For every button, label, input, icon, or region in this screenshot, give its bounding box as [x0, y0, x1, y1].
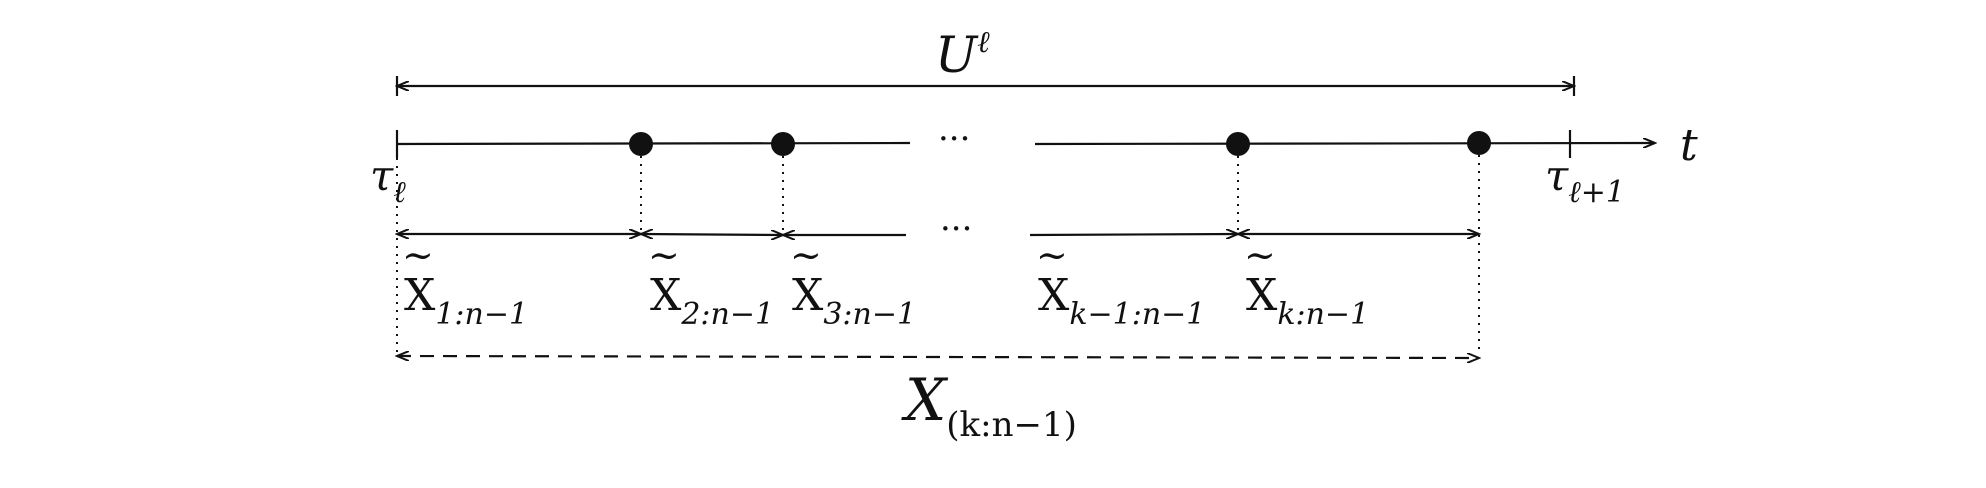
x-tilde-3: ~ X3:n−1 — [790, 233, 916, 332]
time-axis — [395, 130, 1655, 158]
event-point-k-1 — [1226, 132, 1250, 156]
svg-text:~: ~ — [1244, 233, 1276, 277]
event-point-2 — [771, 132, 795, 156]
svg-text:X2:n−1: X2:n−1 — [650, 270, 774, 332]
svg-text:~: ~ — [790, 233, 822, 277]
svg-text:~: ~ — [402, 233, 434, 277]
axis-variable-t: t — [1680, 120, 1698, 171]
u-ell-label: Uℓ — [935, 25, 990, 84]
tau-ell-label: τℓ — [370, 151, 406, 210]
svg-text:Xk−1:n−1: Xk−1:n−1 — [1038, 270, 1205, 332]
svg-text:Xk:n−1: Xk:n−1 — [1246, 270, 1369, 332]
x-tilde-k: ~ Xk:n−1 — [1244, 233, 1369, 332]
order-stat-span — [397, 356, 1479, 358]
interarrival-arrows — [397, 234, 1479, 235]
x-tilde-k-1: ~ Xk−1:n−1 — [1036, 233, 1205, 332]
svg-text:~: ~ — [1036, 233, 1068, 277]
axis-ellipsis: ··· — [938, 119, 970, 159]
event-point-k — [1467, 131, 1491, 155]
event-points — [629, 131, 1491, 156]
svg-text:~: ~ — [648, 233, 680, 277]
order-stat-label: X(k:n−1) — [901, 366, 1077, 445]
x-tilde-1: ~ X1:n−1 — [402, 233, 528, 332]
svg-text:X1:n−1: X1:n−1 — [404, 270, 528, 332]
tau-ell-plus-1-label: τℓ+1 — [1545, 151, 1625, 210]
event-point-1 — [629, 132, 653, 156]
svg-text:X3:n−1: X3:n−1 — [792, 270, 916, 332]
x-tilde-2: ~ X2:n−1 — [648, 233, 774, 332]
interarrival-ellipsis: ··· — [940, 209, 972, 249]
u-span-arrow — [397, 76, 1574, 96]
dotted-guides — [396, 155, 1480, 355]
